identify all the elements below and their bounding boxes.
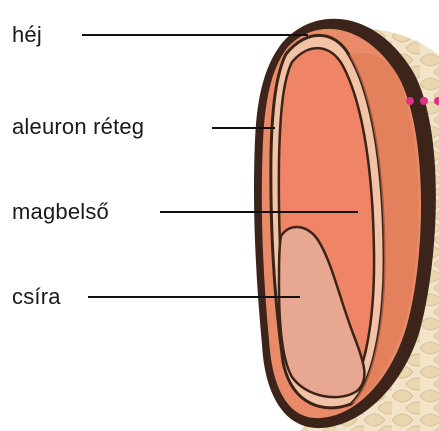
label-aleuron-reteg: aleuron réteg	[12, 116, 144, 138]
label-csira: csíra	[12, 286, 61, 308]
label-hej: héj	[12, 24, 42, 46]
label-magbelso: magbelső	[12, 201, 109, 223]
